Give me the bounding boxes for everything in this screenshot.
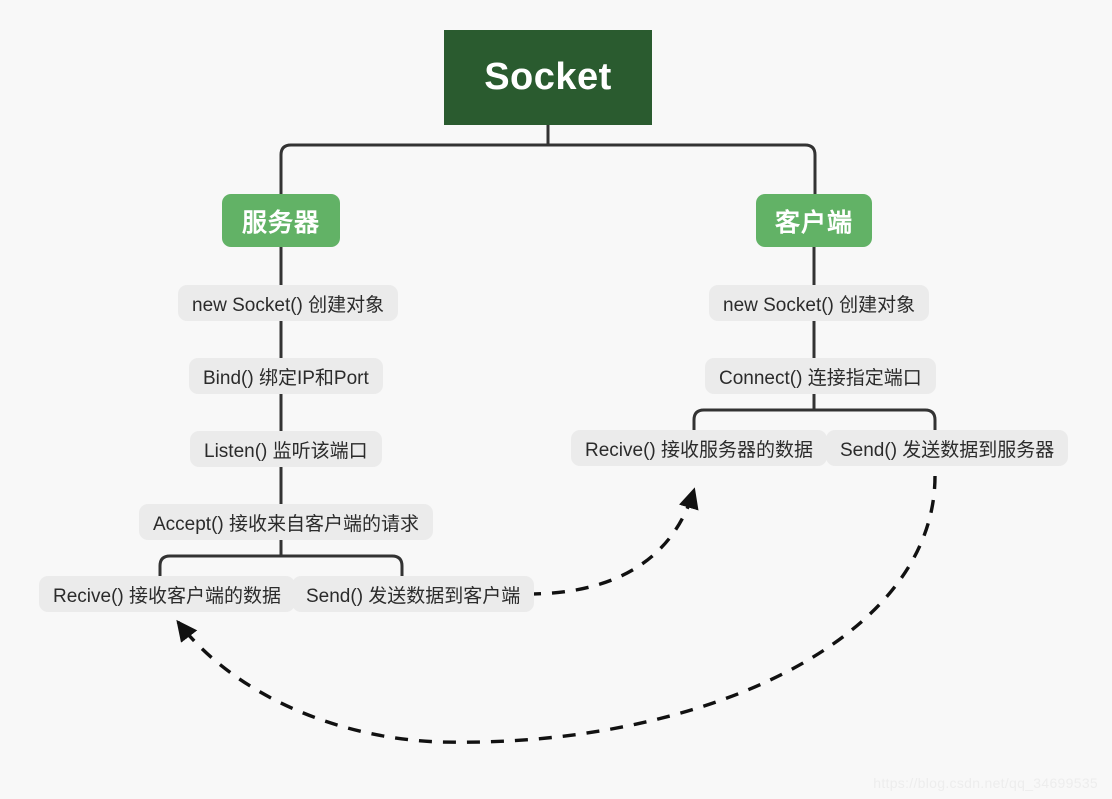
node-socket-root-label: Socket [484,56,612,98]
step-server-listen-label: Listen() 监听该端口 [204,440,368,462]
step-server-send-label: Send() 发送数据到客户端 [306,585,521,607]
step-server-send[interactable]: Send() 发送数据到客户端 [292,576,535,612]
step-server-bind[interactable]: Bind() 绑定IP和Port [189,358,383,394]
step-client-new-socket[interactable]: new Socket() 创建对象 [709,285,930,321]
step-server-listen[interactable]: Listen() 监听该端口 [190,431,382,467]
step-client-send[interactable]: Send() 发送数据到服务器 [826,430,1069,466]
connector-client-fork [692,408,937,434]
step-server-accept-label: Accept() 接收来自客户端的请求 [153,513,420,535]
step-client-connect-label: Connect() 连接指定端口 [719,367,922,389]
step-client-send-label: Send() 发送数据到服务器 [840,439,1055,461]
step-client-new-socket-label: new Socket() 创建对象 [723,294,916,316]
step-client-connect[interactable]: Connect() 连接指定端口 [705,358,936,394]
node-branch-server[interactable]: 服务器 [222,194,340,247]
step-server-new-socket-label: new Socket() 创建对象 [192,294,385,316]
step-server-bind-label: Bind() 绑定IP和Port [203,367,369,389]
connector-server-fork [158,554,404,580]
step-server-recive[interactable]: Recive() 接收客户端的数据 [39,576,296,612]
node-branch-client-label: 客户端 [774,208,853,237]
node-branch-server-label: 服务器 [241,208,320,237]
node-branch-client[interactable]: 客户端 [756,194,872,247]
step-server-accept[interactable]: Accept() 接收来自客户端的请求 [139,504,434,540]
connector-root-split [279,143,817,197]
step-client-recive-label: Recive() 接收服务器的数据 [585,439,814,461]
node-socket-root[interactable]: Socket [444,30,652,125]
watermark-text: https://blog.csdn.net/qq_34699535 [873,775,1098,791]
step-client-recive[interactable]: Recive() 接收服务器的数据 [571,430,828,466]
step-server-new-socket[interactable]: new Socket() 创建对象 [178,285,399,321]
dashed-arrow-server-to-client [527,487,699,596]
step-server-recive-label: Recive() 接收客户端的数据 [53,585,282,607]
